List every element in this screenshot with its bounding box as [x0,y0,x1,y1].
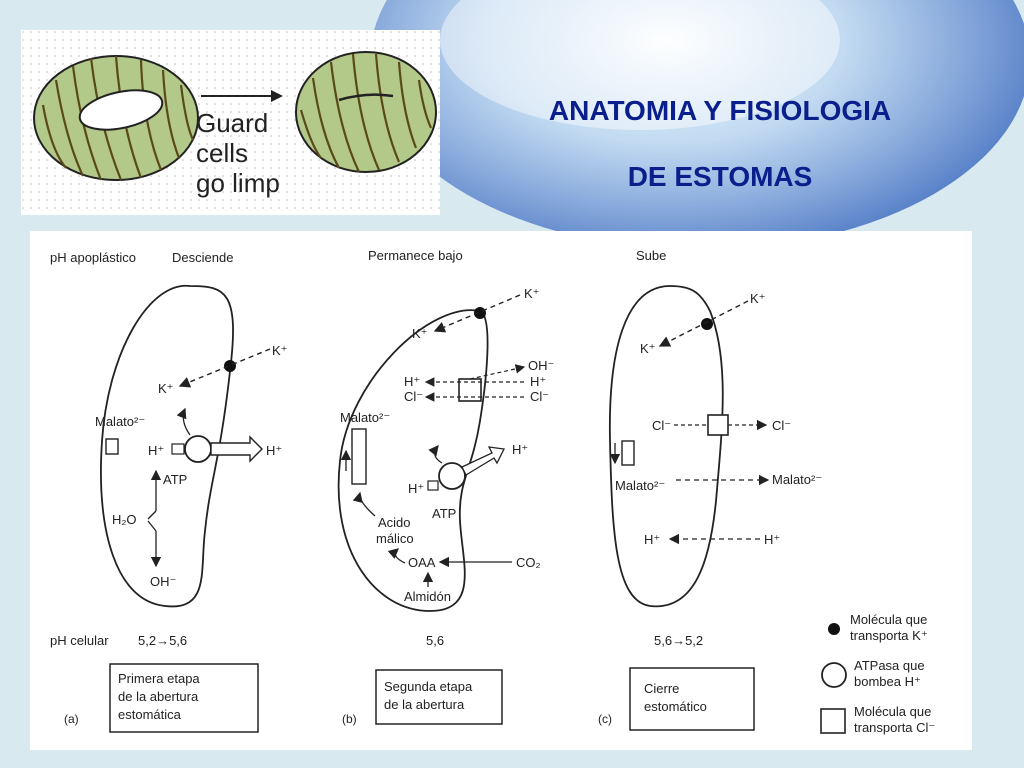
legend-atp-2: bombea H⁺ [854,674,921,689]
b-malato: Malato²⁻ [340,410,390,425]
a-h-out: H⁺ [266,443,282,458]
legend-k-1: Molécula que [850,612,927,627]
b-h-left: H⁺ [404,374,420,389]
a-k-in: K⁺ [158,381,174,396]
a-box-3: estomática [118,707,182,722]
guard-cell-c [608,285,724,608]
b-h-pump-in: H⁺ [408,481,424,496]
a-oh: OH⁻ [150,574,176,589]
legend-k-icon [828,623,840,635]
a-box-1: Primera etapa [118,671,200,686]
atpase-b [438,462,466,490]
legend-cl-1: Molécula que [854,704,931,719]
legend: Molécula que transporta K⁺ ATPasa que bo… [820,612,935,735]
b-co2: CO₂ [516,555,541,570]
legend-atpase-icon [821,662,847,688]
b-ph-value: 5,6 [426,633,444,648]
b-letter: (b) [342,712,357,726]
cl-transporter-b [458,378,482,402]
b-oh: OH⁻ [528,358,554,373]
legend-cl-icon [820,708,846,734]
guard-text-1: Guard [196,108,268,138]
b-h-pump-out: H⁺ [512,442,528,457]
a-h-in: H⁺ [148,443,164,458]
guard-text-3: go limp [196,168,280,198]
b-k-in: K⁺ [412,326,428,341]
b-acido-2: málico [376,531,414,546]
b-k-out: K⁺ [524,286,540,301]
closed-stoma-torus [295,51,437,173]
ph-celular-label: pH celular [50,633,109,648]
b-acido-1: Acido [378,515,411,530]
b-atp: ATP [432,506,456,521]
legend-cl-2: transporta Cl⁻ [854,720,935,735]
panel-c: K⁺ K⁺ Cl⁻ Cl⁻ Malato²⁻ Malato²⁻ H⁺ H⁺ [608,285,822,608]
b-h-right: H⁺ [530,374,546,389]
a-h2o: H₂O [112,512,137,527]
c-letter: (c) [598,712,612,726]
c-k-in: K⁺ [640,341,656,356]
legend-k-2: transporta K⁺ [850,628,928,643]
stage-box-b [375,669,503,725]
title-line-1: ANATOMIA Y FISIOLOGIA [548,95,892,126]
guard-cell-b [337,309,489,612]
b-cl-left: Cl⁻ [404,389,423,404]
k-transporter-a [224,360,236,372]
guard-text-2: cells [196,138,248,168]
b-oaa: OAA [408,555,436,570]
a-atp: ATP [163,472,187,487]
a-malato: Malato²⁻ [95,414,145,429]
legend-atp-1: ATPasa que [854,658,925,673]
b-almidon: Almidón [404,589,451,604]
b-box-2: de la abertura [384,697,465,712]
slide-title: ANATOMIA Y FISIOLOGIA DE ESTOMAS [470,78,970,210]
stage-box-c [629,667,755,731]
c-box-2: estomático [644,699,707,714]
stage-box-a [109,663,259,733]
header-b: Permanece bajo [368,248,463,263]
c-malato-out: Malato²⁻ [772,472,822,487]
c-malato-in: Malato²⁻ [615,478,665,493]
panel-a: K⁺ K⁺ Malato²⁻ H⁺ H⁺ ATP H₂O OH⁻ [95,285,288,608]
a-box-2: de la abertura [118,689,199,704]
open-stoma-torus [33,55,199,181]
header-a: Desciende [172,250,233,265]
b-box-1: Segunda etapa [384,679,473,694]
decorative-orb [370,0,1024,250]
header-c: Sube [636,248,666,263]
stomata-physiology-diagram: pH apoplástico Desciende Permanece bajo … [30,231,972,750]
b-cl-right: Cl⁻ [530,389,549,404]
c-h-in: H⁺ [644,532,660,547]
c-k-out: K⁺ [750,291,766,306]
header-ph-apoplastico: pH apoplástico [50,250,136,265]
panel-b: K⁺ K⁺ OH⁻ H⁺ Cl⁻ H⁺ Cl⁻ Malato²⁻ H⁺ H⁺ A… [337,286,554,612]
a-k-out: K⁺ [272,343,288,358]
c-cl-in: Cl⁻ [652,418,671,433]
guard-cells-illustration: Guard cells go limp [21,30,440,215]
c-cl-out: Cl⁻ [772,418,791,433]
a-letter: (a) [64,712,79,726]
k-transporter-c [701,318,713,330]
a-ph-value: 5,2→5,6 [138,633,187,648]
c-ph-value: 5,6→5,2 [654,633,703,648]
atpase-a [184,435,212,463]
cl-transporter-c [707,414,729,436]
title-line-2: DE ESTOMAS [627,161,813,192]
c-h-out: H⁺ [764,532,780,547]
c-box-1: Cierre [644,681,679,696]
